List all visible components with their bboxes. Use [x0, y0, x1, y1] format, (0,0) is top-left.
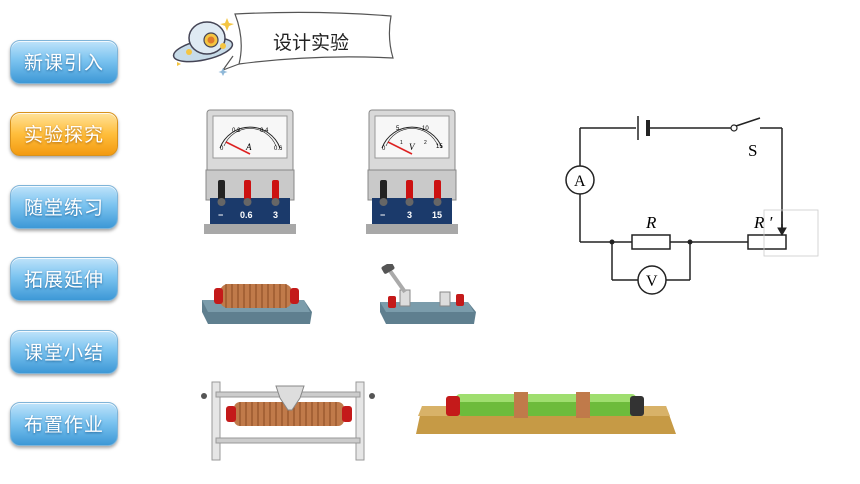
ammeter-symbol-icon: A	[565, 165, 595, 195]
voltmeter-scale-3: 15	[436, 144, 443, 150]
voltmeter-scale-0: 0	[382, 146, 386, 152]
voltmeter-scale-2: 10	[422, 126, 429, 132]
voltmeter-inner-scale-2: 2	[424, 140, 427, 146]
ammeter-unit: A	[245, 142, 252, 152]
ammeter-terminal-label-3: 3	[273, 210, 278, 220]
voltmeter-terminal-label-15: 15	[432, 210, 442, 220]
ammeter-scale-3: 0.6	[274, 146, 283, 152]
voltmeter-instrument: 0 5 10 15 1 2 V − 3 15	[366, 109, 458, 234]
voltmeter-terminal-15-icon	[433, 180, 442, 206]
knife-switch-icon	[380, 264, 476, 324]
fixed-resistor-coil-icon	[202, 284, 312, 324]
voltmeter-unit: V	[409, 142, 416, 152]
ammeter-scale-0: 0	[220, 146, 224, 152]
junction-dot-left	[609, 239, 615, 245]
circuit-diagram: S A R R ′ V	[565, 116, 819, 295]
rheostat-label: R ′	[753, 213, 773, 232]
voltmeter-terminal-neg-icon	[379, 180, 388, 206]
voltmeter-inner-scale-1: 1	[400, 140, 403, 146]
title-banner: 设计实验	[165, 8, 400, 78]
switch-label: S	[748, 141, 757, 160]
resistor-symbol-icon	[631, 234, 671, 250]
junction-dot-right	[687, 239, 693, 245]
nav-new-lesson-button[interactable]: 新课引入	[10, 40, 118, 84]
ammeter-terminal-label-neg: −	[218, 210, 223, 220]
ammeter-scale-2: 0.4	[260, 128, 269, 134]
nav-practice-button[interactable]: 随堂练习	[10, 185, 118, 229]
nav-extension-button[interactable]: 拓展延伸	[10, 257, 118, 301]
rheostat-symbol-icon	[747, 234, 787, 250]
spaceship-icon	[172, 18, 234, 76]
ammeter-terminal-06-icon	[243, 180, 252, 206]
voltmeter-symbol-icon: V	[637, 265, 667, 295]
voltmeter-symbol-label: V	[646, 273, 658, 290]
voltmeter-terminal-label-3: 3	[407, 210, 412, 220]
ammeter-symbol-label: A	[574, 173, 586, 190]
banner-graphic	[172, 11, 394, 76]
nav-summary-button[interactable]: 课堂小结	[10, 330, 118, 374]
switch-symbol-icon	[730, 117, 761, 132]
voltmeter-terminal-label-neg: −	[380, 210, 385, 220]
voltmeter-scale-1: 5	[396, 126, 400, 132]
rheostat-arrow-icon	[777, 212, 787, 237]
battery-symbol-icon	[637, 116, 650, 140]
ammeter-terminal-label-06: 0.6	[240, 210, 253, 220]
nav-homework-button[interactable]: 布置作业	[10, 402, 118, 446]
ammeter-scale-1: 0.2	[232, 128, 241, 134]
resistance-tube-icon	[416, 392, 676, 434]
ammeter-terminal-3-icon	[271, 180, 280, 206]
resistor-label: R	[645, 213, 657, 232]
nav-experiment-button[interactable]: 实验探究	[10, 112, 118, 156]
page-title: 设计实验	[273, 32, 350, 54]
slide-rheostat-icon	[201, 381, 375, 461]
voltmeter-terminal-3-icon	[405, 180, 414, 206]
ammeter-terminal-neg-icon	[217, 180, 226, 206]
ammeter-instrument: 0 0.2 0.4 0.6 A − 0.6 3	[204, 109, 296, 234]
